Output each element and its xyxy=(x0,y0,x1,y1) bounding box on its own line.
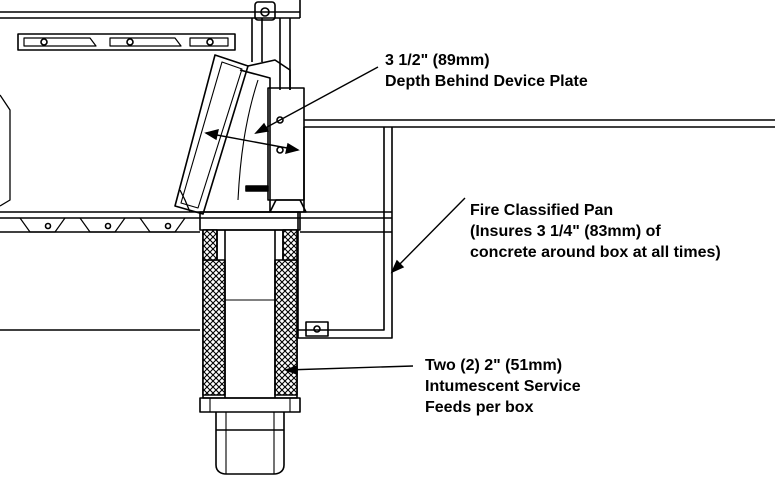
pan-callout-line1: Fire Classified Pan xyxy=(470,202,614,219)
floor-slab xyxy=(0,211,392,331)
fire-classified-pan xyxy=(297,119,775,339)
slotted-bracket xyxy=(17,33,236,51)
pan-callout-line3: concrete around box at all times) xyxy=(470,244,721,261)
top-cover-plate xyxy=(0,0,301,21)
depth-leader xyxy=(254,66,379,135)
depth-dimension-line xyxy=(204,129,300,154)
depth-callout-line1: 3 1/2" (89mm) xyxy=(385,52,490,69)
feeds-callout-line2: Intumescent Service xyxy=(425,378,581,395)
feeds-leader xyxy=(283,365,414,375)
depth-callout: 3 1/2" (89mm) Depth Behind Device Plate xyxy=(385,50,588,92)
feeds-callout-line1: Two (2) 2" (51mm) xyxy=(425,357,563,374)
feeds-callout: Two (2) 2" (51mm) Intumescent Service Fe… xyxy=(425,355,581,418)
pan-callout-line2: (Insures 3 1/4" (83mm) of xyxy=(470,223,661,240)
pan-leader xyxy=(390,197,466,274)
feeds-callout-line3: Feeds per box xyxy=(425,399,534,416)
box-wall xyxy=(0,94,191,213)
pan-callout: Fire Classified Pan (Insures 3 1/4" (83m… xyxy=(470,200,721,263)
depth-callout-line2: Depth Behind Device Plate xyxy=(385,73,588,90)
service-feed-sleeve xyxy=(199,211,301,475)
